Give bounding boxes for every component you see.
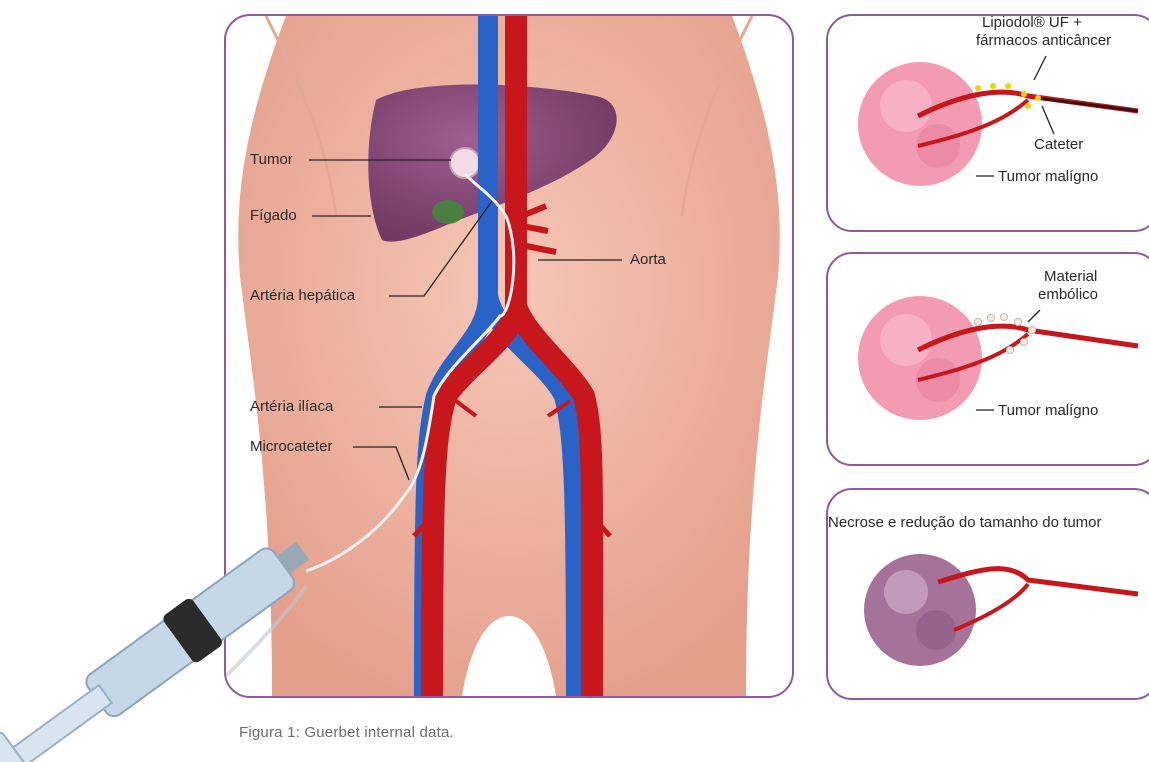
embolic-material-panel: Material embólico Tumor malígno: [826, 252, 1149, 466]
label-malignant-tumor: Tumor malígno: [998, 168, 1098, 186]
liver-tumor: [450, 148, 480, 178]
label-hepatic-artery: Artéria hepática: [250, 287, 355, 305]
label-anticancer-drugs: fármacos anticâncer: [976, 32, 1111, 50]
label-tumor: Tumor: [250, 151, 293, 169]
label-embolic: embólico: [1038, 286, 1098, 304]
label-liver: Fígado: [250, 207, 297, 225]
label-iliac-artery: Artéria ilíaca: [250, 398, 333, 416]
label-lipiodol: Lipiodol® UF +: [982, 14, 1082, 32]
label-malignant-tumor-2: Tumor malígno: [998, 402, 1098, 420]
label-material: Material: [1044, 268, 1097, 286]
embolic-illustration: [828, 254, 1149, 464]
tumor-drug-panel: Lipiodol® UF + fármacos anticâncer Catet…: [826, 14, 1149, 232]
panel-title-necrosis: Necrose e redução do tamanho do tumor: [828, 514, 1102, 532]
label-aorta: Aorta: [630, 251, 666, 269]
label-microcatheter: Microcateter: [250, 438, 333, 456]
label-catheter: Cateter: [1034, 136, 1083, 154]
figure-caption: Figura 1: Guerbet internal data.: [239, 724, 454, 741]
necrosis-panel: Necrose e redução do tamanho do tumor: [826, 488, 1149, 700]
